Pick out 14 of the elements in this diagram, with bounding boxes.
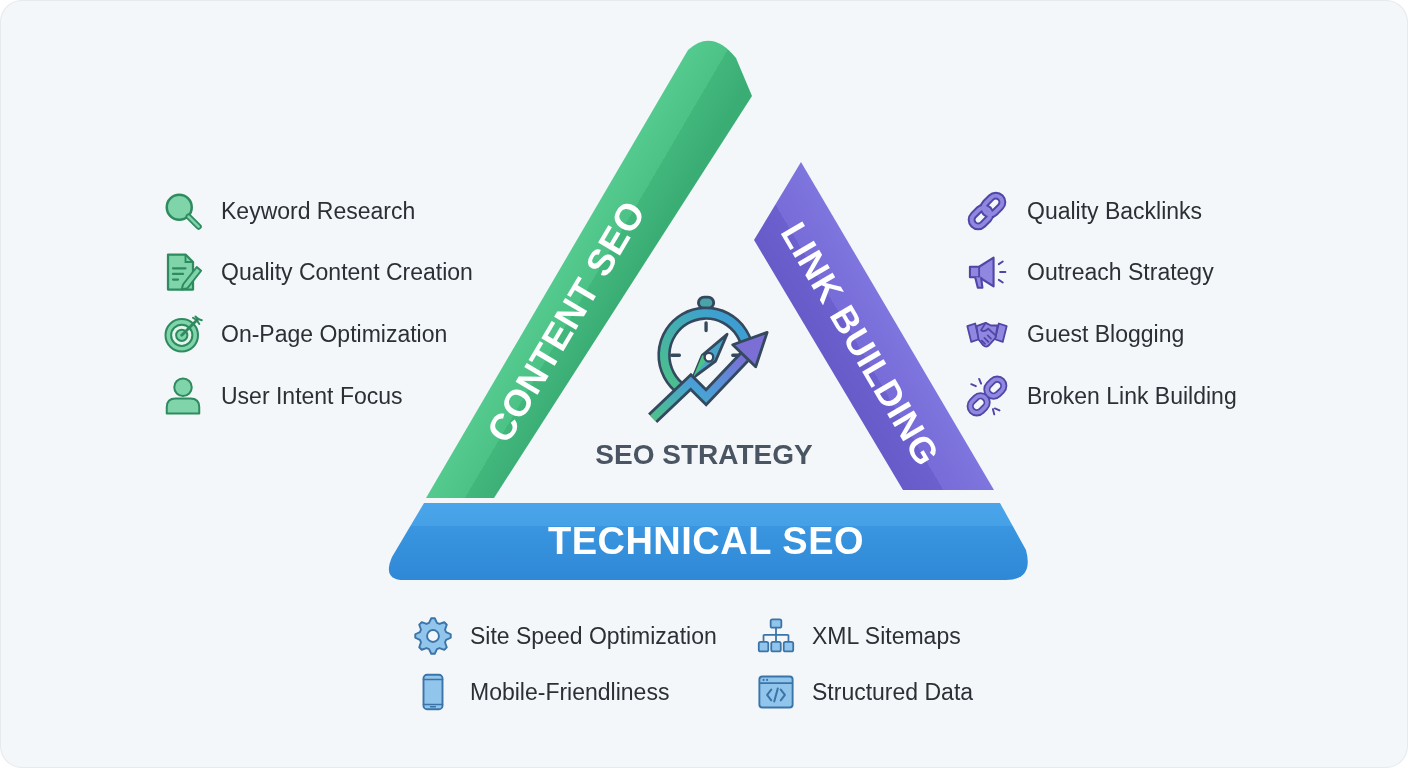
list-item: Keyword Research <box>221 197 416 225</box>
list-item: Guest Blogging <box>1027 320 1185 348</box>
diagram-title: SEO STRATEGY <box>595 439 813 471</box>
list-item: Quality Content Creation <box>221 258 473 286</box>
band-label: TECHNICAL SEO <box>547 521 865 563</box>
list-item: Structured Data <box>812 678 974 706</box>
list-item: Broken Link Building <box>1027 382 1237 410</box>
list-item: Site Speed Optimization <box>470 622 717 650</box>
list-item: Mobile-Friendliness <box>470 678 670 706</box>
list-item: XML Sitemaps <box>812 622 961 650</box>
list-item: User Intent Focus <box>221 382 403 410</box>
list-item: Outreach Strategy <box>1027 258 1214 286</box>
list-item: Quality Backlinks <box>1027 197 1203 225</box>
list-item: On-Page Optimization <box>221 320 448 348</box>
